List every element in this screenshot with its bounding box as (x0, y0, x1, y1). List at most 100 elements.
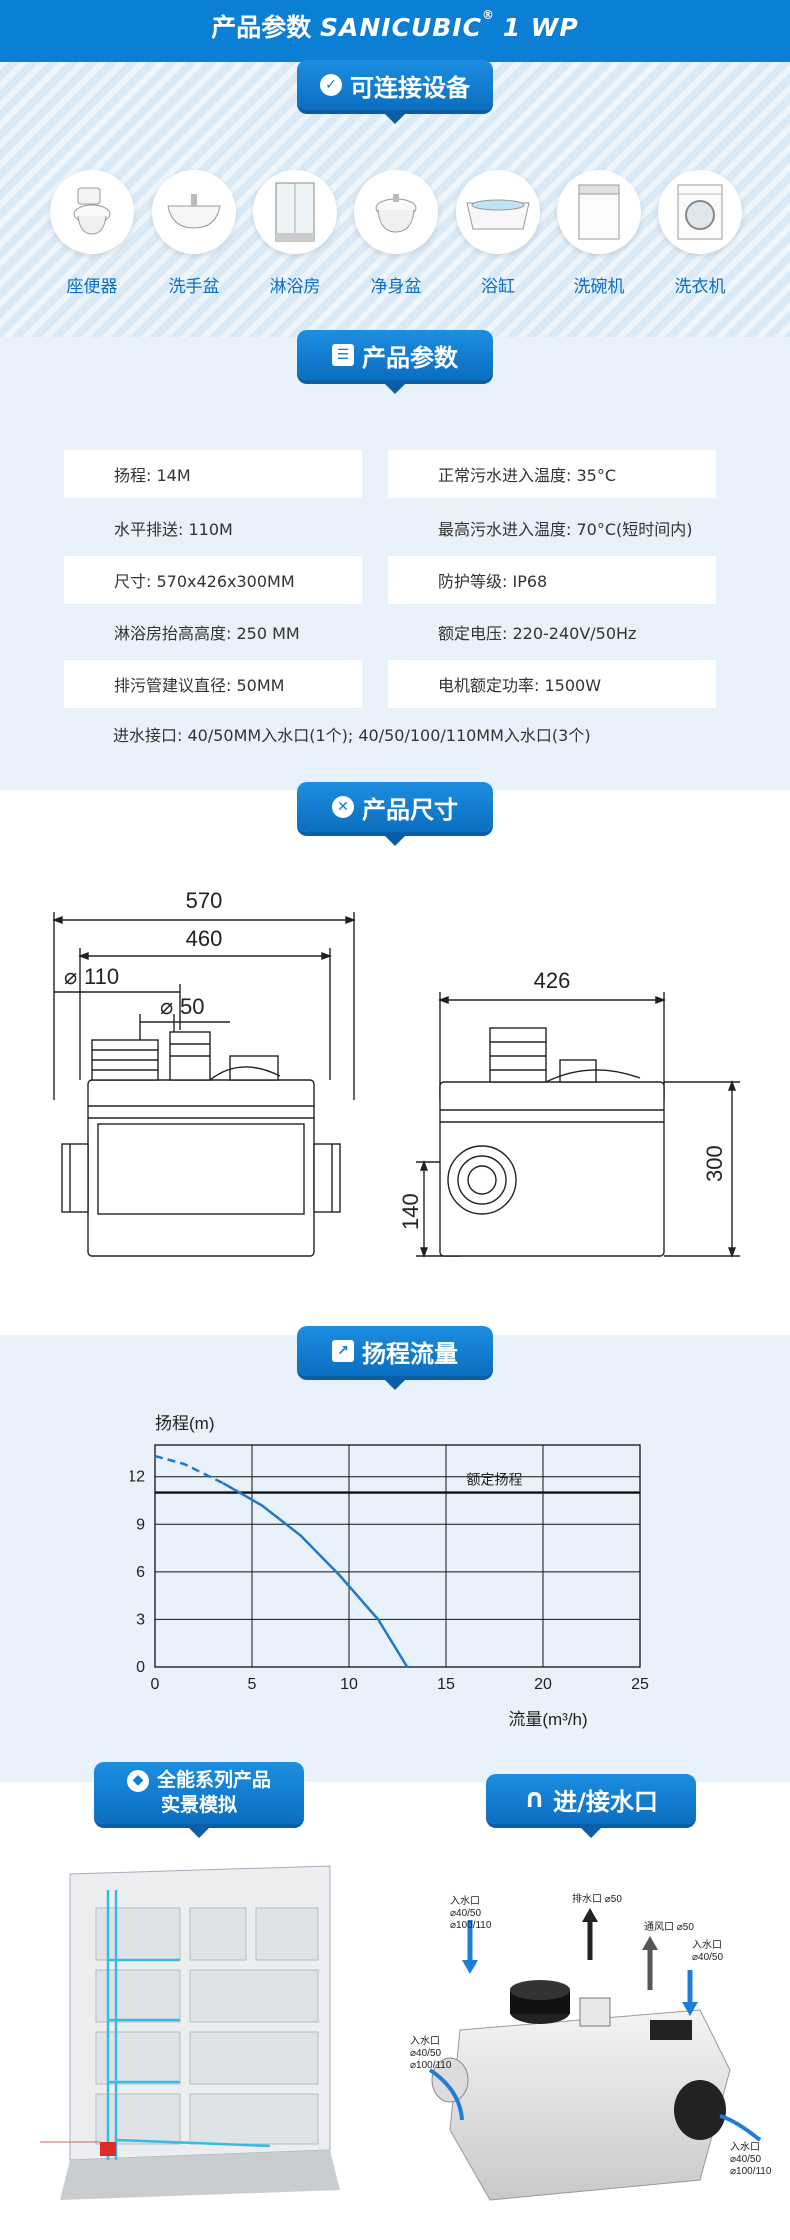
building-cutaway-illustration (40, 1865, 340, 2200)
section-scene-title-2: 实景模拟 (160, 1794, 237, 1816)
brand-mark: ® (481, 8, 494, 22)
ruler-icon: ✕ (332, 796, 354, 818)
section-params-title: 产品参数 (362, 343, 458, 372)
chart-tick-y: 9 (136, 1516, 145, 1533)
dim-side-depth: 426 (534, 968, 571, 993)
device-label: 洗碗机 (573, 277, 625, 297)
spec-cell: 水平排送: 110M (114, 520, 233, 539)
flow-band (0, 1335, 790, 1782)
dim-front-width: 570 (186, 888, 223, 913)
check-icon: ✓ (320, 74, 342, 96)
device-label: 洗手盆 (168, 277, 220, 297)
chart-tick-x: 10 (340, 1676, 358, 1693)
spec-cell: 正常污水进入温度: 35°C (388, 450, 716, 498)
page-title: 产品参数 SANICUBIC® 1 WP (0, 8, 790, 44)
inlet-label-top-left: 入水口 (450, 1895, 480, 1907)
section-scene-title-1: 全能系列产品 (156, 1769, 271, 1791)
section-dimensions-title: 产品尺寸 (362, 795, 458, 824)
chart-tick-y: 6 (136, 1564, 145, 1581)
inlet-label-right: 入水口 (730, 2141, 760, 2153)
device-dishwasher: 洗碗机 (553, 170, 645, 297)
device-label: 净身盆 (370, 277, 422, 297)
vent-label: 通风口 ⌀50 (644, 1921, 694, 1933)
top-banner (0, 0, 790, 62)
spec-cell: 尺寸: 570x426x300MM (64, 556, 362, 604)
performance-curve (222, 1482, 409, 1668)
flow-chart: 扬程(m) 流量(m³/h) 0 5 10 15 20 25 0 3 6 9 12 额定扬程 (130, 1414, 649, 1729)
device-label: 淋浴房 (269, 277, 321, 297)
spec-cell: 额定电压: 220-240V/50Hz (438, 624, 637, 643)
chart-tick-x: 0 (151, 1676, 160, 1693)
section-dimensions: ✕ 产品尺寸 (297, 782, 493, 846)
pump-inlets-illustration: 入水口 ⌀40/50 ⌀100/110 排水口 ⌀50 通风口 ⌀50 入水口 … (410, 1892, 772, 2201)
bidet-icon (375, 194, 417, 233)
device-washbasin: 洗手盆 (148, 170, 240, 297)
chart-frame (154, 1444, 641, 1668)
device-toilet: 座便器 (46, 170, 138, 297)
inlet-label-top-right-a: ⌀40/50 (692, 1952, 723, 1963)
shower-cabin-icon (275, 182, 315, 242)
spec-cell: 扬程: 14M (64, 450, 362, 498)
section-inlets-title: 进/接水口 (553, 1787, 658, 1816)
model-name: 1 WP (502, 13, 579, 42)
inlet-label-top-left-b: ⌀100/110 (450, 1920, 492, 1931)
dim-pipe-110-symbol: ⌀ (64, 964, 77, 989)
spec-cell: 排污管建议直径: 50MM (64, 660, 362, 708)
device-bathtub: 浴缸 (452, 170, 544, 297)
chart-tick-x: 25 (631, 1676, 649, 1693)
section-flow-title: 扬程流量 (362, 1339, 458, 1368)
section-params: ☰ 产品参数 (297, 330, 493, 394)
device-label: 浴缸 (481, 277, 515, 297)
inlet-label-left-a: ⌀40/50 (410, 2048, 441, 2059)
chart-tick-y: 12 (130, 1469, 145, 1486)
section-scene: ◆ 全能系列产品 实景模拟 (94, 1762, 304, 1838)
spec-cell: 防护等级: IP68 (388, 556, 716, 604)
chart-tick-x: 15 (437, 1676, 455, 1693)
chart-tick-x: 5 (248, 1676, 257, 1693)
inlet-label-left: 入水口 (410, 2035, 440, 2047)
dim-pipe-110: 110 (84, 964, 119, 989)
list-icon: ☰ (332, 344, 354, 366)
bathtub-icon (466, 199, 530, 230)
inlet-label-right-a: ⌀40/50 (730, 2154, 761, 2165)
chart-tick-y: 0 (136, 1659, 145, 1676)
dim-height: 300 (702, 1145, 727, 1182)
dishwasher-icon (578, 184, 620, 240)
device-label: 座便器 (66, 277, 118, 297)
washbasin-icon (167, 194, 221, 229)
dim-inlet-height: 140 (400, 1193, 423, 1230)
device-shower: 淋浴房 (249, 170, 341, 297)
spec-cell: 最高污水进入温度: 70°C(短时间内) (438, 520, 693, 539)
chart-tick-x: 20 (534, 1676, 552, 1693)
device-label: 洗衣机 (674, 277, 726, 297)
brand-name: SANICUBIC (320, 13, 482, 42)
inlet-label-top-right: 入水口 (692, 1939, 722, 1951)
section-devices-title: 可连接设备 (350, 73, 470, 102)
rated-head-label: 额定扬程 (467, 1472, 523, 1488)
cube-icon: ◆ (126, 1769, 149, 1792)
chart-ylabel: 扬程(m) (155, 1414, 214, 1433)
chart-icon: ↗ (332, 1340, 354, 1362)
spec-cell: 电机额定功率: 1500W (388, 660, 716, 708)
inlet-label-left-b: ⌀100/110 (410, 2060, 452, 2071)
page-title-cn: 产品参数 (211, 13, 312, 42)
toilet-icon (73, 187, 111, 235)
side-view-drawing: 426 300 140 (400, 968, 740, 1258)
spec-cell: 淋浴房抬高高度: 250 MM (114, 624, 300, 643)
inlet-label-top-left-a: ⌀40/50 (450, 1908, 481, 1919)
dim-pipe-50-symbol: ⌀ (160, 994, 173, 1019)
section-devices: ✓ 可连接设备 (297, 60, 493, 124)
dim-pipe-50: 50 (180, 994, 204, 1019)
device-washing-machine: 洗衣机 (654, 170, 746, 297)
outlet-label: 排水口 ⌀50 (572, 1892, 622, 1905)
chart-xlabel: 流量(m³/h) (508, 1710, 587, 1729)
section-inlets: ∩ 进/接水口 (486, 1774, 696, 1838)
dim-front-inner: 460 (186, 926, 223, 951)
spec-inlets: 进水接口: 40/50MM入水口(1个); 40/50/100/110MM入水口… (113, 726, 591, 745)
pipe-icon: ∩ (524, 1784, 546, 1814)
washing-machine-icon (677, 184, 723, 240)
curve-extrapolated (154, 1454, 224, 1485)
chart-tick-y: 3 (136, 1611, 145, 1628)
section-flow: ↗ 扬程流量 (297, 1326, 493, 1390)
front-view-drawing: 570 460 ⌀ 110 ⌀ 50 (52, 888, 356, 1257)
